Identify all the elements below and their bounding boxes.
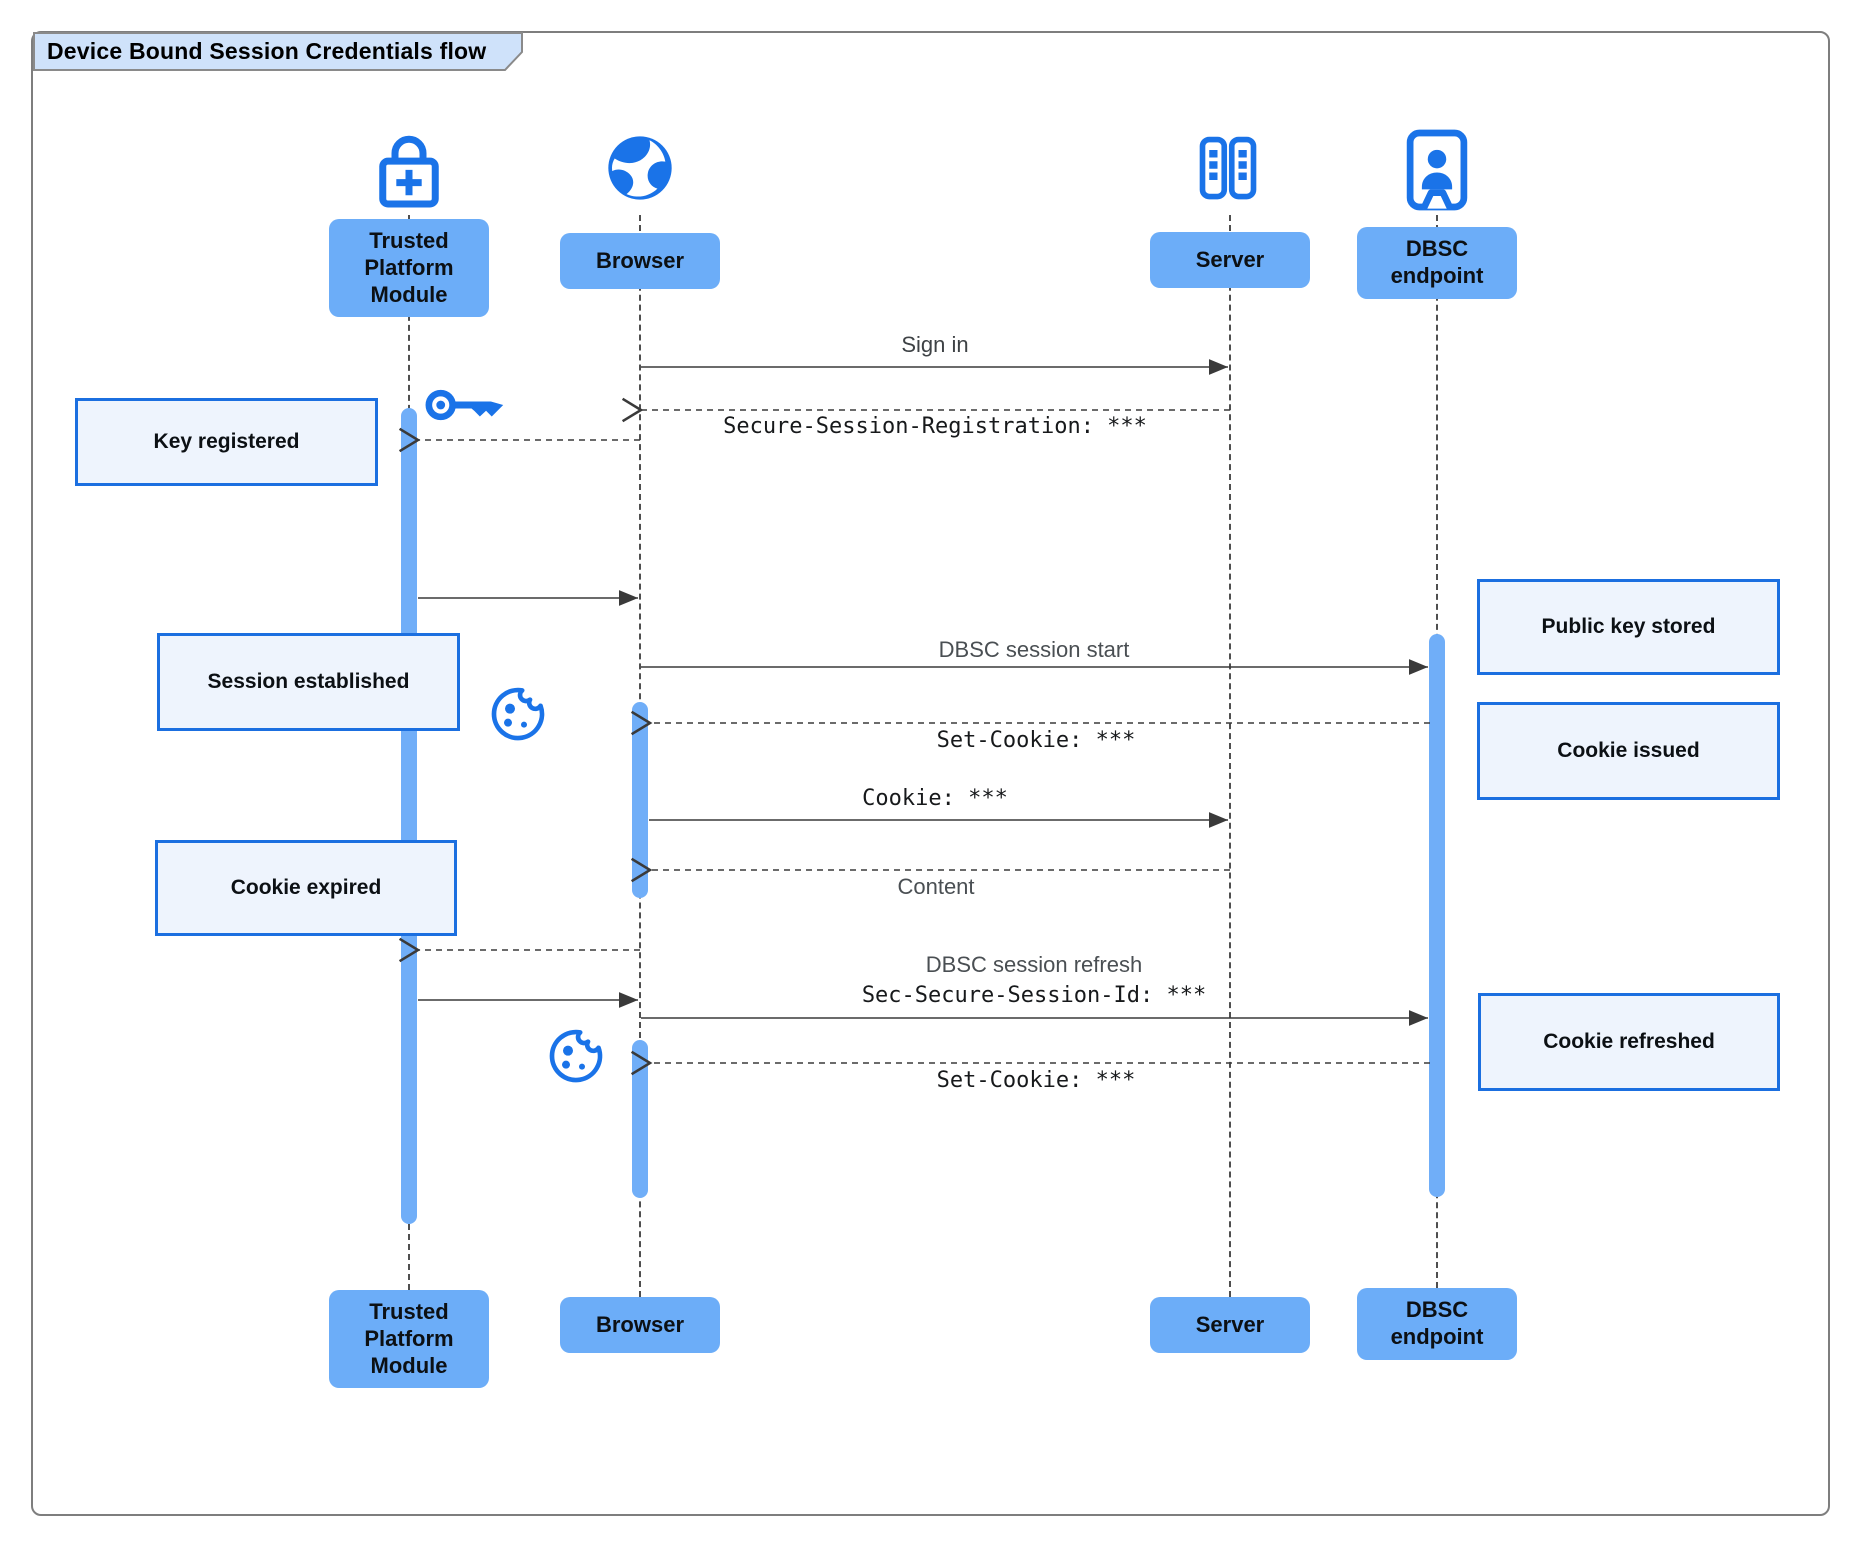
message-label-set-cookie-2: Set-Cookie: *** bbox=[936, 1068, 1136, 1093]
lock-plus-icon bbox=[379, 135, 439, 208]
message-label-sec-secure-session-id: Sec-Secure-Session-Id: *** bbox=[861, 983, 1207, 1008]
note-cookie-refreshed: Cookie refreshed bbox=[1478, 993, 1780, 1091]
activation-bar-browser-1 bbox=[632, 702, 648, 898]
activation-bar-dbsc bbox=[1429, 634, 1445, 1197]
message-label-content: Content bbox=[897, 874, 975, 899]
activation-bar-tpm bbox=[401, 408, 417, 1224]
message-label-cookie: Cookie: *** bbox=[862, 786, 1008, 811]
message-label-set-cookie-1: Set-Cookie: *** bbox=[936, 728, 1136, 753]
person-door-icon bbox=[1406, 129, 1468, 211]
lifeline-server bbox=[1229, 215, 1231, 1297]
message-label-secure-session-registration: Secure-Session-Registration: *** bbox=[723, 414, 1147, 439]
actor-label-tpm-bottom: Trusted Platform Module bbox=[329, 1290, 489, 1389]
activation-bar-browser-2 bbox=[632, 1040, 648, 1198]
actor-label-tpm-top: Trusted Platform Module bbox=[329, 219, 489, 318]
title-tab bbox=[33, 32, 523, 71]
cookie-icon bbox=[491, 687, 545, 741]
actor-label-dbsc-bottom: DBSC endpoint bbox=[1357, 1288, 1517, 1360]
note-public-key-stored: Public key stored bbox=[1477, 579, 1780, 675]
note-session-established: Session established bbox=[157, 633, 460, 731]
server-rack-icon bbox=[1199, 136, 1257, 200]
message-label-dbsc-session-start: DBSC session start bbox=[938, 637, 1130, 662]
actor-label-browser-top: Browser bbox=[560, 233, 720, 289]
actor-label-browser-bottom: Browser bbox=[560, 1297, 720, 1353]
message-label-sign-in: Sign in bbox=[901, 332, 969, 357]
message-label-dbsc-session-refresh: DBSC session refresh bbox=[925, 952, 1143, 977]
note-cookie-issued: Cookie issued bbox=[1477, 702, 1780, 800]
actor-label-server-top: Server bbox=[1150, 232, 1310, 288]
globe-icon bbox=[608, 136, 672, 200]
note-key-registered: Key registered bbox=[75, 398, 378, 486]
diagram-title: Device Bound Session Credentials flow bbox=[47, 38, 487, 64]
actor-label-server-bottom: Server bbox=[1150, 1297, 1310, 1353]
cookie-icon bbox=[549, 1029, 603, 1083]
note-cookie-expired: Cookie expired bbox=[155, 840, 457, 936]
actor-label-dbsc-top: DBSC endpoint bbox=[1357, 227, 1517, 299]
key-icon bbox=[425, 389, 504, 421]
